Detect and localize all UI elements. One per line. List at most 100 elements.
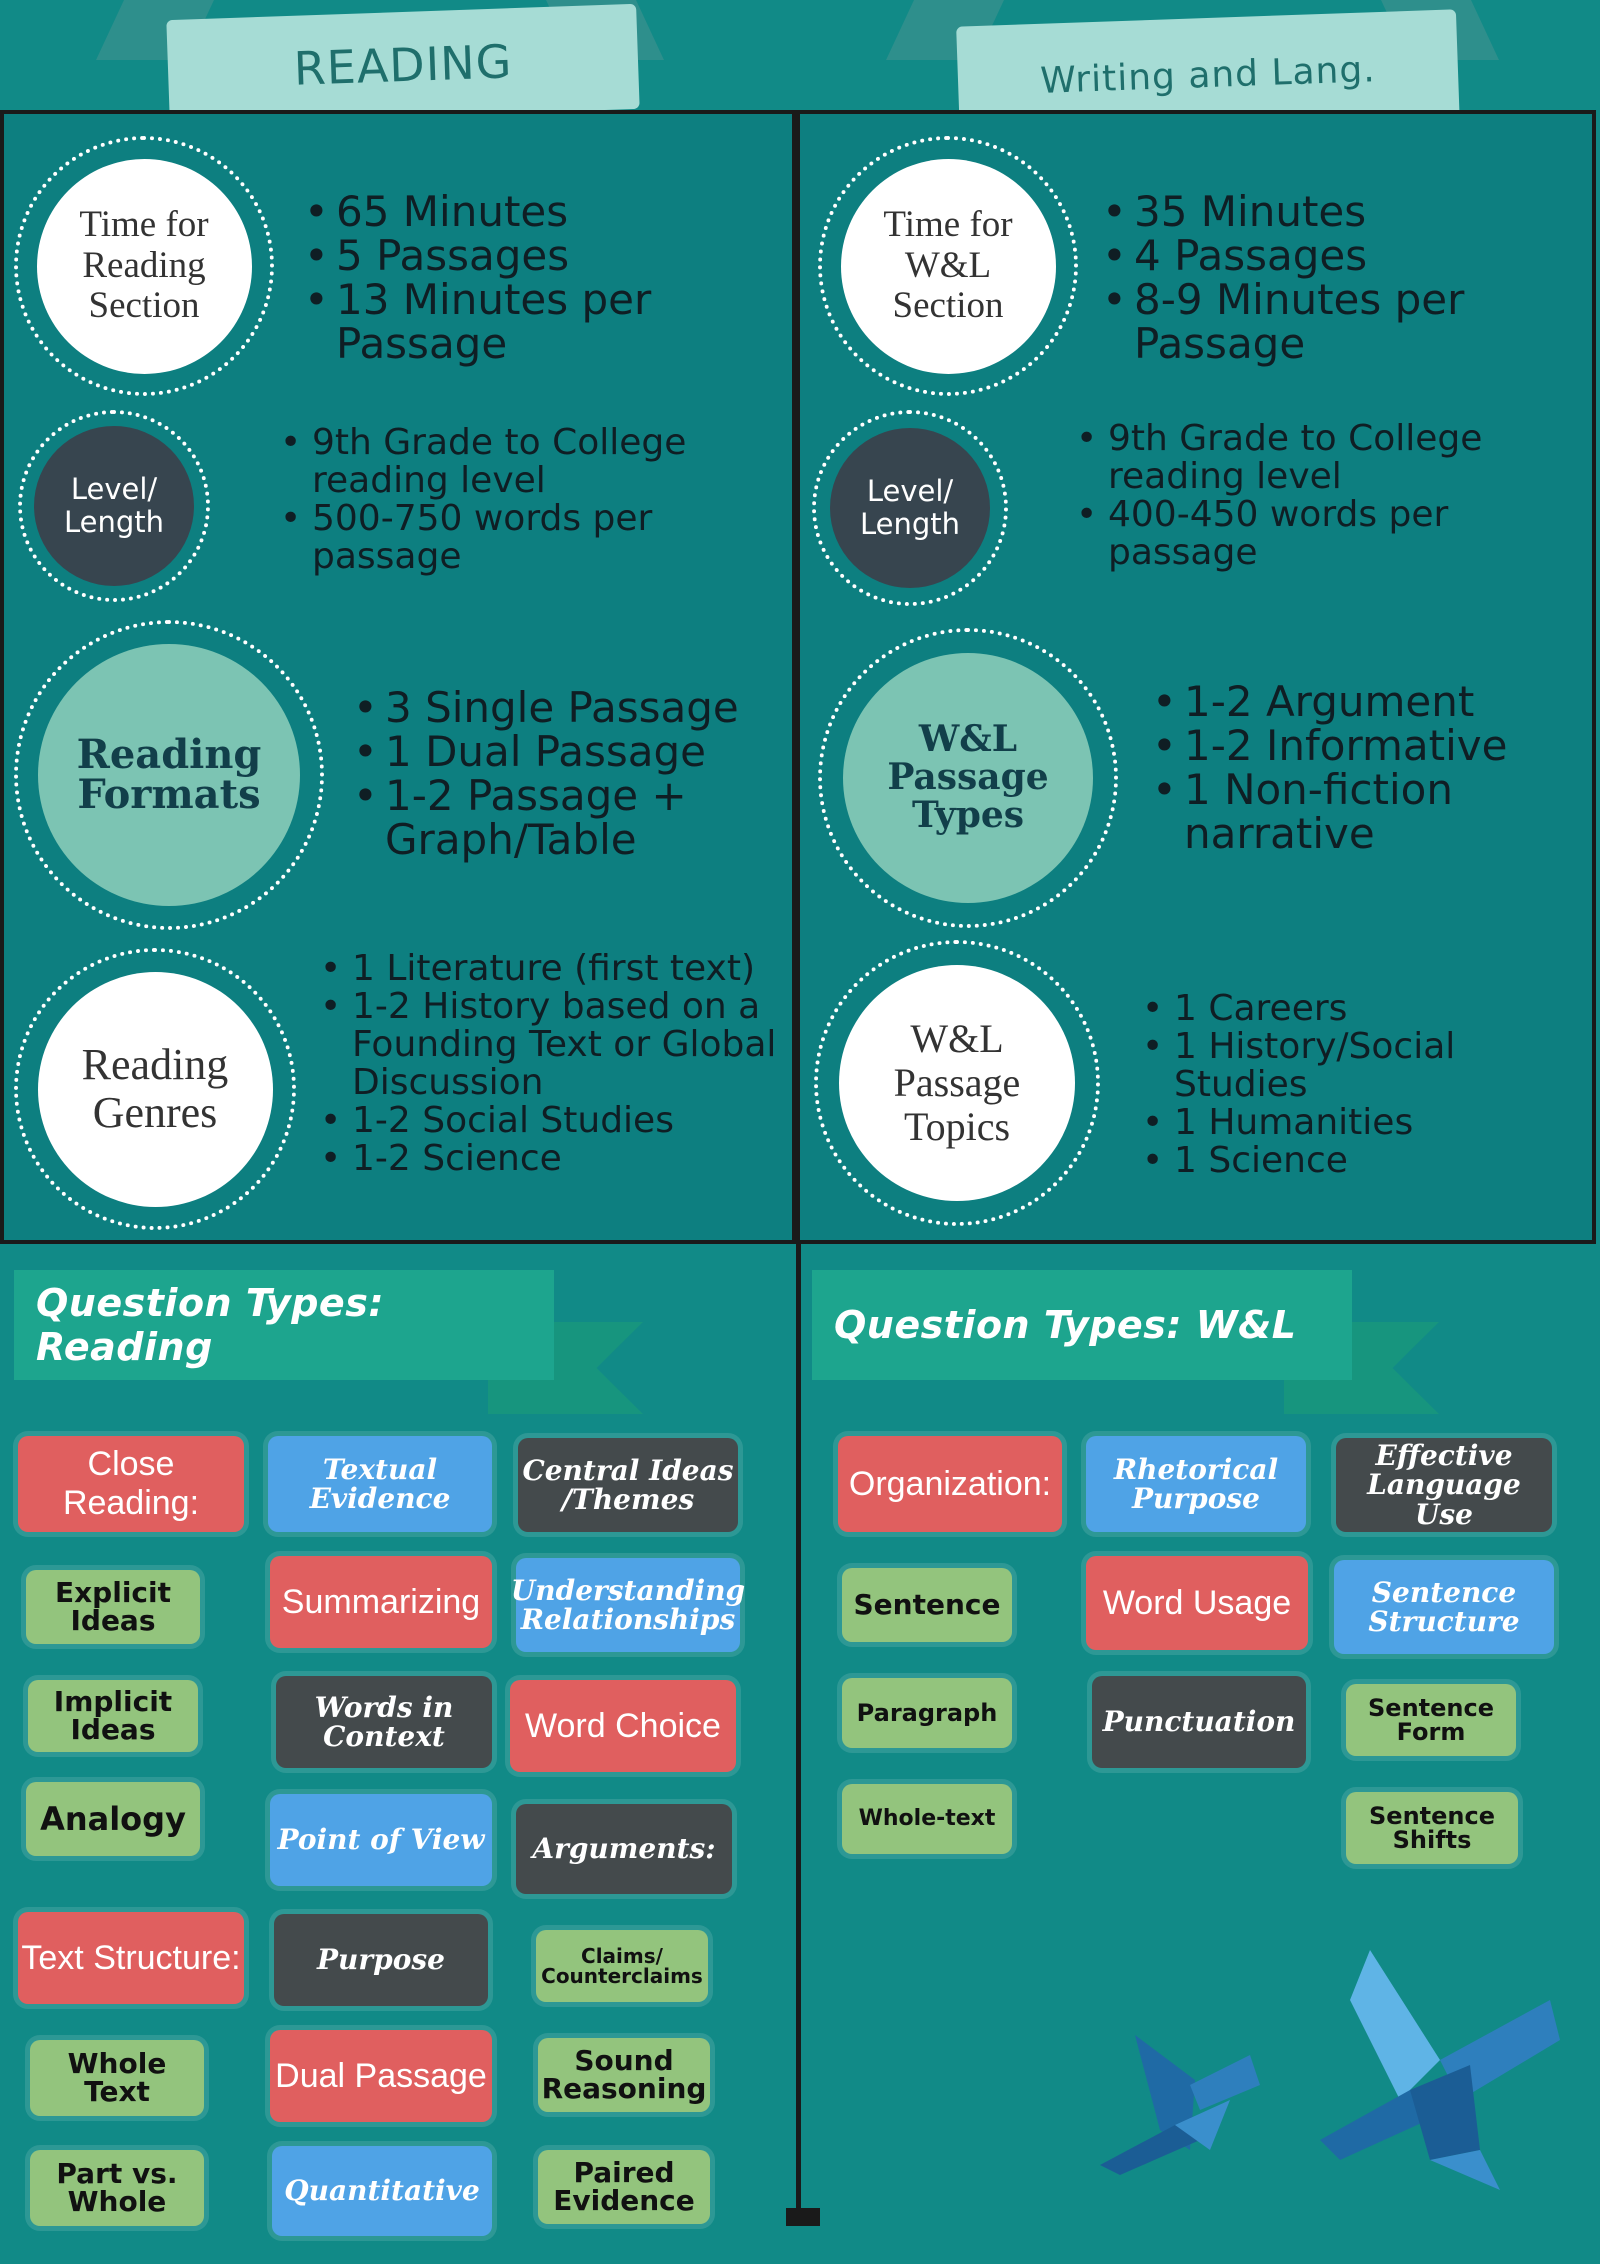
tag-label: Arguments: [532,1832,716,1866]
list-item: 1 Literature (first text) [312,950,782,989]
writing-level-ring: Level/ Length [812,410,1008,606]
tag-sentence-form: Sentence Form [1346,1684,1516,1756]
writing-topics-list: 1 Careers 1 History/Social Studies 1 Hum… [1134,990,1584,1181]
tag-sentence-structure: Sentence Structure [1334,1560,1554,1654]
list-item: 9th Grade to College reading level [1068,420,1588,496]
tag-label: Whole Text [67,2047,167,2108]
tag-label: Paired Evidence [553,2156,695,2217]
list-item: 1 Careers [1134,990,1584,1029]
tag-label: Sentence Shifts [1369,1802,1495,1854]
reading-level-circle-label: Level/ Length [63,471,165,539]
tag-close-reading: Close Reading: [18,1436,244,1532]
writing-question-header-label: Question Types: W&L [834,1303,1297,1347]
tag-point-of-view: Point of View [270,1794,492,1886]
tag-label: Textual Evidence [309,1452,451,1515]
tag-label: Point of View [277,1823,485,1857]
tag-label: Explicit Ideas [54,1576,171,1637]
tag-label: Effective Language Use [1367,1438,1521,1531]
writing-time-list: 35 Minutes 4 Passages 8-9 Minutes per Pa… [1094,190,1584,366]
reading-banner-body: READING [166,3,640,126]
reading-formats-list: 3 Single Passage 1 Dual Passage 1-2 Pass… [345,686,785,862]
reading-genres-list: 1 Literature (first text) 1-2 History ba… [312,950,782,1179]
tag-summarizing: Summarizing [270,1556,492,1648]
vertical-divider [796,1240,801,2220]
writing-time-ring: Time for W&L Section [818,136,1078,396]
writing-types-circle: W&L Passage Types [843,653,1093,903]
tag-label: Central Ideas /Themes [522,1453,734,1516]
tag-claims-counterclaims: Claims/ Counterclaims [536,1930,708,2002]
list-item: 5 Passages [296,234,776,279]
tag-label: Close Reading: [62,1445,200,1522]
list-item: 35 Minutes [1094,190,1584,235]
reading-question-header: Question Types: Reading [14,1270,554,1380]
writing-level-circle-label: Level/ Length [859,473,961,541]
tag-paired-evidence: Paired Evidence [538,2150,710,2224]
tag-arguments: Arguments: [516,1804,732,1894]
writing-time-circle-label: Time for W&L Section [883,203,1013,327]
tag-label: Analogy [40,1800,186,1838]
tag-label: Organization: [848,1464,1052,1503]
list-item: 9th Grade to College reading level [272,424,772,500]
tag-label: Paragraph [856,1699,998,1727]
tag-label: Word Choice [525,1706,721,1745]
tag-sentence: Sentence [842,1568,1012,1642]
tag-sound-reasoning: Sound Reasoning [538,2038,710,2112]
reading-genres-circle-label: Reading Genres [81,1039,229,1137]
tag-label: Summarizing [281,1582,481,1621]
tag-label: Sentence [853,1588,1001,1621]
tag-label: Purpose [317,1943,445,1977]
list-item: 1-2 Informative [1144,724,1584,769]
tag-part-vs-whole: Part vs. Whole [30,2150,204,2226]
tag-label: Word Usage [1102,1583,1292,1622]
writing-time-circle: Time for W&L Section [840,158,1056,374]
tag-label: Understanding Relationships [510,1573,746,1636]
list-item: 1-2 Argument [1144,680,1584,725]
reading-level-list: 9th Grade to College reading level 500-7… [272,424,772,576]
list-item: 1 Humanities [1134,1104,1584,1143]
tag-central-ideas: Central Ideas /Themes [518,1438,738,1532]
tag-punctuation: Punctuation [1092,1676,1306,1768]
origami-birds [1100,1950,1560,2190]
tag-purpose: Purpose [274,1914,488,2006]
writing-level-circle: Level/ Length [830,428,990,588]
list-item: 4 Passages [1094,234,1584,279]
tag-organization: Organization: [838,1436,1062,1532]
reading-time-list: 65 Minutes 5 Passages 13 Minutes per Pas… [296,190,776,366]
writing-topics-circle-label: W&L Passage Topics [893,1016,1021,1149]
list-item: 1 History/Social Studies [1134,1028,1584,1104]
tag-label: Punctuation [1102,1705,1296,1739]
list-item: 1-2 Social Studies [312,1102,782,1141]
divider-foot [786,2208,820,2226]
writing-question-header: Question Types: W&L [812,1270,1352,1380]
tag-paragraph: Paragraph [842,1678,1012,1748]
origami-bird-large-icon [1320,1950,1560,2190]
writing-types-list: 1-2 Argument 1-2 Informative 1 Non-ficti… [1144,680,1584,856]
reading-time-circle-label: Time for Reading Section [79,203,209,327]
reading-time-ring: Time for Reading Section [14,136,274,396]
tag-textual-evidence: Textual Evidence [268,1436,492,1532]
tag-label: Sound Reasoning [541,2044,707,2105]
tag-implicit-ideas: Implicit Ideas [28,1680,198,1752]
tag-effective-language-use: Effective Language Use [1336,1438,1552,1532]
writing-types-circle-label: W&L Passage Types [887,718,1049,836]
tag-word-choice: Word Choice [510,1680,736,1772]
reading-genres-circle: Reading Genres [37,971,273,1207]
tag-text-structure: Text Structure: [18,1912,244,2004]
tag-label: Quantitative [284,2174,480,2208]
tag-label: Rhetorical Purpose [1113,1452,1279,1515]
tag-whole-text-writing: Whole-text [842,1784,1012,1854]
writing-banner-title: Writing and Lang. [1039,49,1377,102]
reading-level-ring: Level/ Length [18,410,210,602]
tag-words-in-context: Words in Context [276,1676,492,1768]
writing-types-ring: W&L Passage Types [818,628,1118,928]
writing-level-list: 9th Grade to College reading level 400-4… [1068,420,1588,572]
reading-level-circle: Level/ Length [34,426,194,586]
list-item: 1 Dual Passage [345,730,785,775]
writing-topics-circle: W&L Passage Topics [839,965,1075,1201]
list-item: 3 Single Passage [345,686,785,731]
origami-bird-small-icon [1100,2035,1260,2175]
tag-label: Sentence Structure [1368,1575,1520,1638]
reading-formats-circle: Reading Formats [38,644,300,906]
list-item: 500-750 words per passage [272,500,772,576]
tag-sentence-shifts: Sentence Shifts [1346,1792,1518,1864]
